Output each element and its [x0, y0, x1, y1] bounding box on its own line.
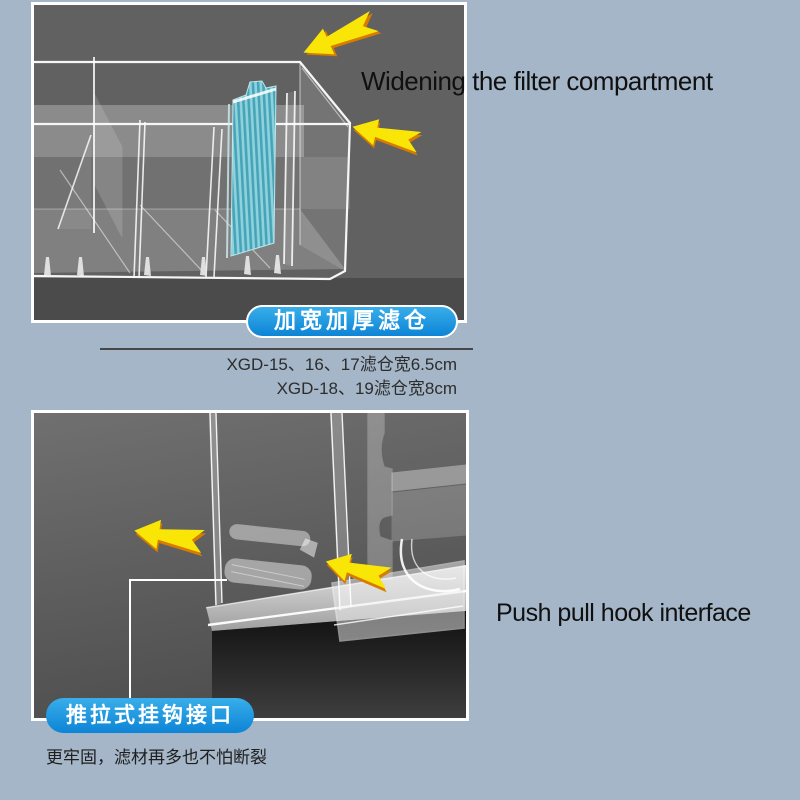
- bottom-feature-heading: Push pull hook interface: [496, 599, 751, 627]
- top-feature-badge: 加宽加厚滤仓: [246, 305, 458, 338]
- spec-line-1: XGD-15、16、17滤仓宽6.5cm: [226, 355, 457, 374]
- divider-line: [100, 348, 473, 350]
- hook-tab-upper: [229, 524, 318, 558]
- hook-interface-illustration: [34, 413, 466, 718]
- spec-text: XGD-15、16、17滤仓宽6.5cm XGD-18、19滤仓宽8cm: [57, 353, 457, 401]
- acrylic-box-edges: [34, 60, 352, 281]
- bottom-product-photo: [31, 410, 469, 721]
- callout-line: [129, 579, 227, 718]
- blue-filter-panel: [226, 80, 277, 259]
- bottom-feature-caption: 更牢固，滤材再多也不怕断裂: [46, 748, 267, 767]
- spec-line-2: XGD-18、19滤仓宽8cm: [276, 379, 457, 398]
- top-product-photo: [31, 2, 467, 323]
- top-feature-heading: Widening the filter compartment: [361, 66, 713, 96]
- bottom-feature-badge: 推拉式挂钩接口: [46, 698, 254, 733]
- filter-box-illustration: [34, 5, 464, 320]
- hanging-bracket: [367, 413, 466, 593]
- bottom-teeth: [44, 255, 281, 276]
- compartment-dividers: [57, 57, 223, 279]
- hook-tab-lower: [224, 558, 312, 590]
